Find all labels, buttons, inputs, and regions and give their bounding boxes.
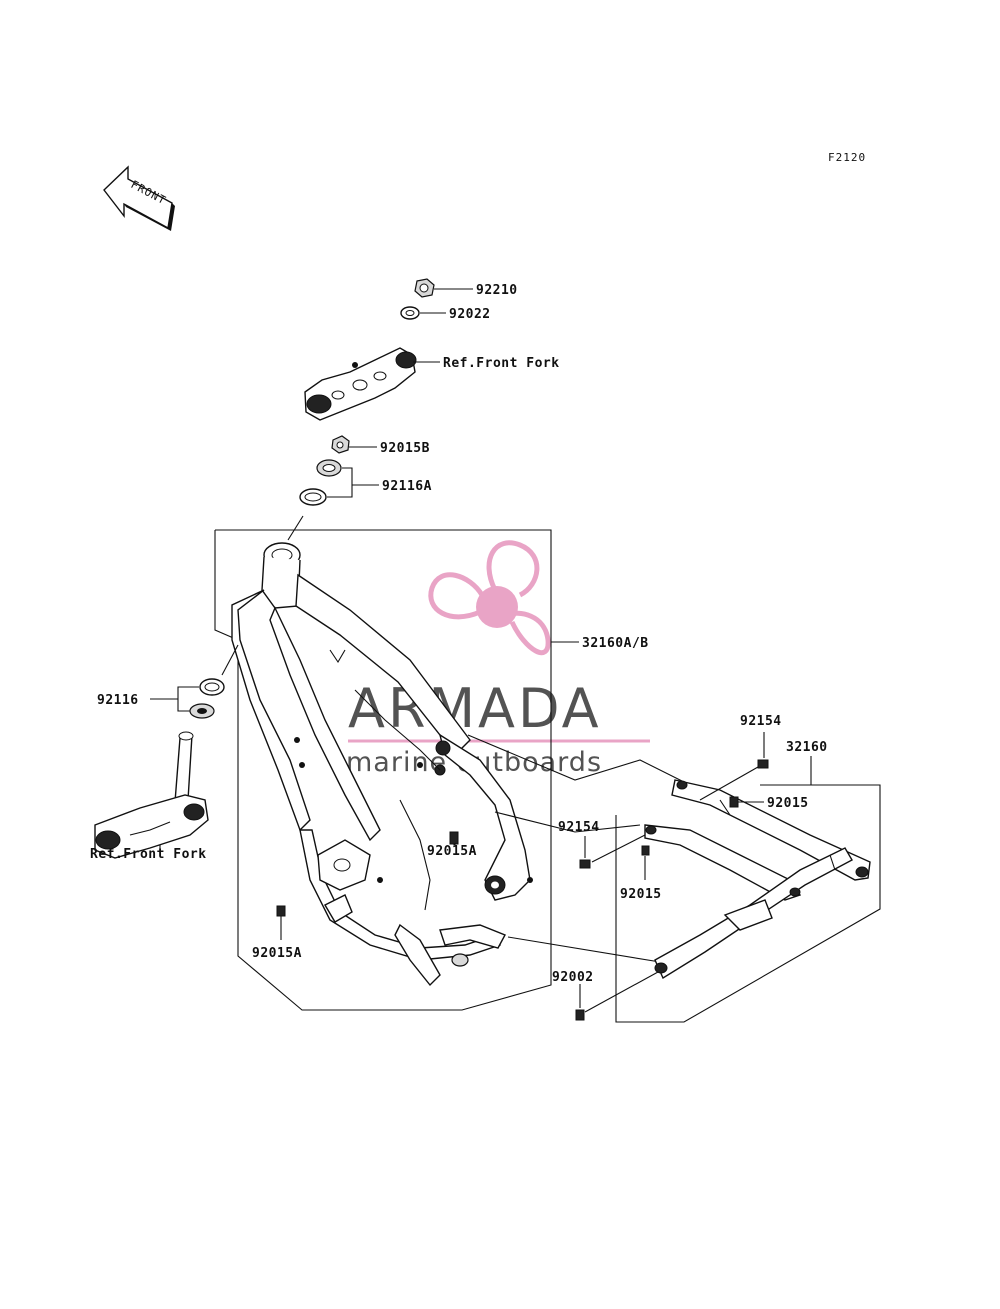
callout-92015b: 92015B <box>380 441 430 456</box>
callout-92015a-center: 92015A <box>427 844 477 859</box>
callout-92154-top: 92154 <box>740 714 782 729</box>
callout-32160ab: 32160A/B <box>582 636 649 651</box>
front-arrow-icon: FRONT <box>103 165 175 231</box>
bolt-92015a-center <box>449 831 459 845</box>
callout-92116a: 92116A <box>382 479 432 494</box>
callout-92210: 92210 <box>476 283 518 298</box>
nut-92015b <box>331 435 350 454</box>
callout-92116: 92116 <box>97 693 139 708</box>
main-frame-32160ab <box>231 542 533 987</box>
callout-92015-mid: 92015 <box>620 887 662 902</box>
bolt-92154-mid <box>579 859 591 869</box>
callout-ref-front-fork-bottom: Ref.Front Fork <box>90 847 207 862</box>
bolt-92154-top <box>757 759 769 769</box>
frame-group-bracket <box>214 529 552 1011</box>
bearing-92116 <box>189 678 225 719</box>
callout-92002: 92002 <box>552 970 594 985</box>
callout-92022: 92022 <box>449 307 491 322</box>
nut-92210 <box>414 278 435 298</box>
subframe-32160 <box>644 779 871 980</box>
watermark-logo: ARMADA marine outboards <box>346 540 650 778</box>
propeller-hub-icon <box>476 586 518 628</box>
nut-92015-mid <box>641 845 650 856</box>
diagram-code: F2120 <box>828 151 866 164</box>
upper-triple-clamp <box>304 347 417 421</box>
callout-ref-front-fork-top: Ref.Front Fork <box>443 356 560 371</box>
callout-92154-mid: 92154 <box>558 820 600 835</box>
lower-triple-clamp <box>94 731 209 859</box>
callout-92015-top: 92015 <box>767 796 809 811</box>
callout-32160: 32160 <box>786 740 828 755</box>
bolt-92002 <box>575 1009 585 1021</box>
nut-92015-top <box>729 796 739 808</box>
bearing-92116a <box>299 459 342 506</box>
watermark-name: ARMADA <box>348 677 602 740</box>
bolt-92015a-lower <box>276 905 286 917</box>
subframe-group-bracket <box>615 784 881 1023</box>
callout-92015a-lower: 92015A <box>252 946 302 961</box>
propeller-icon <box>428 540 551 656</box>
